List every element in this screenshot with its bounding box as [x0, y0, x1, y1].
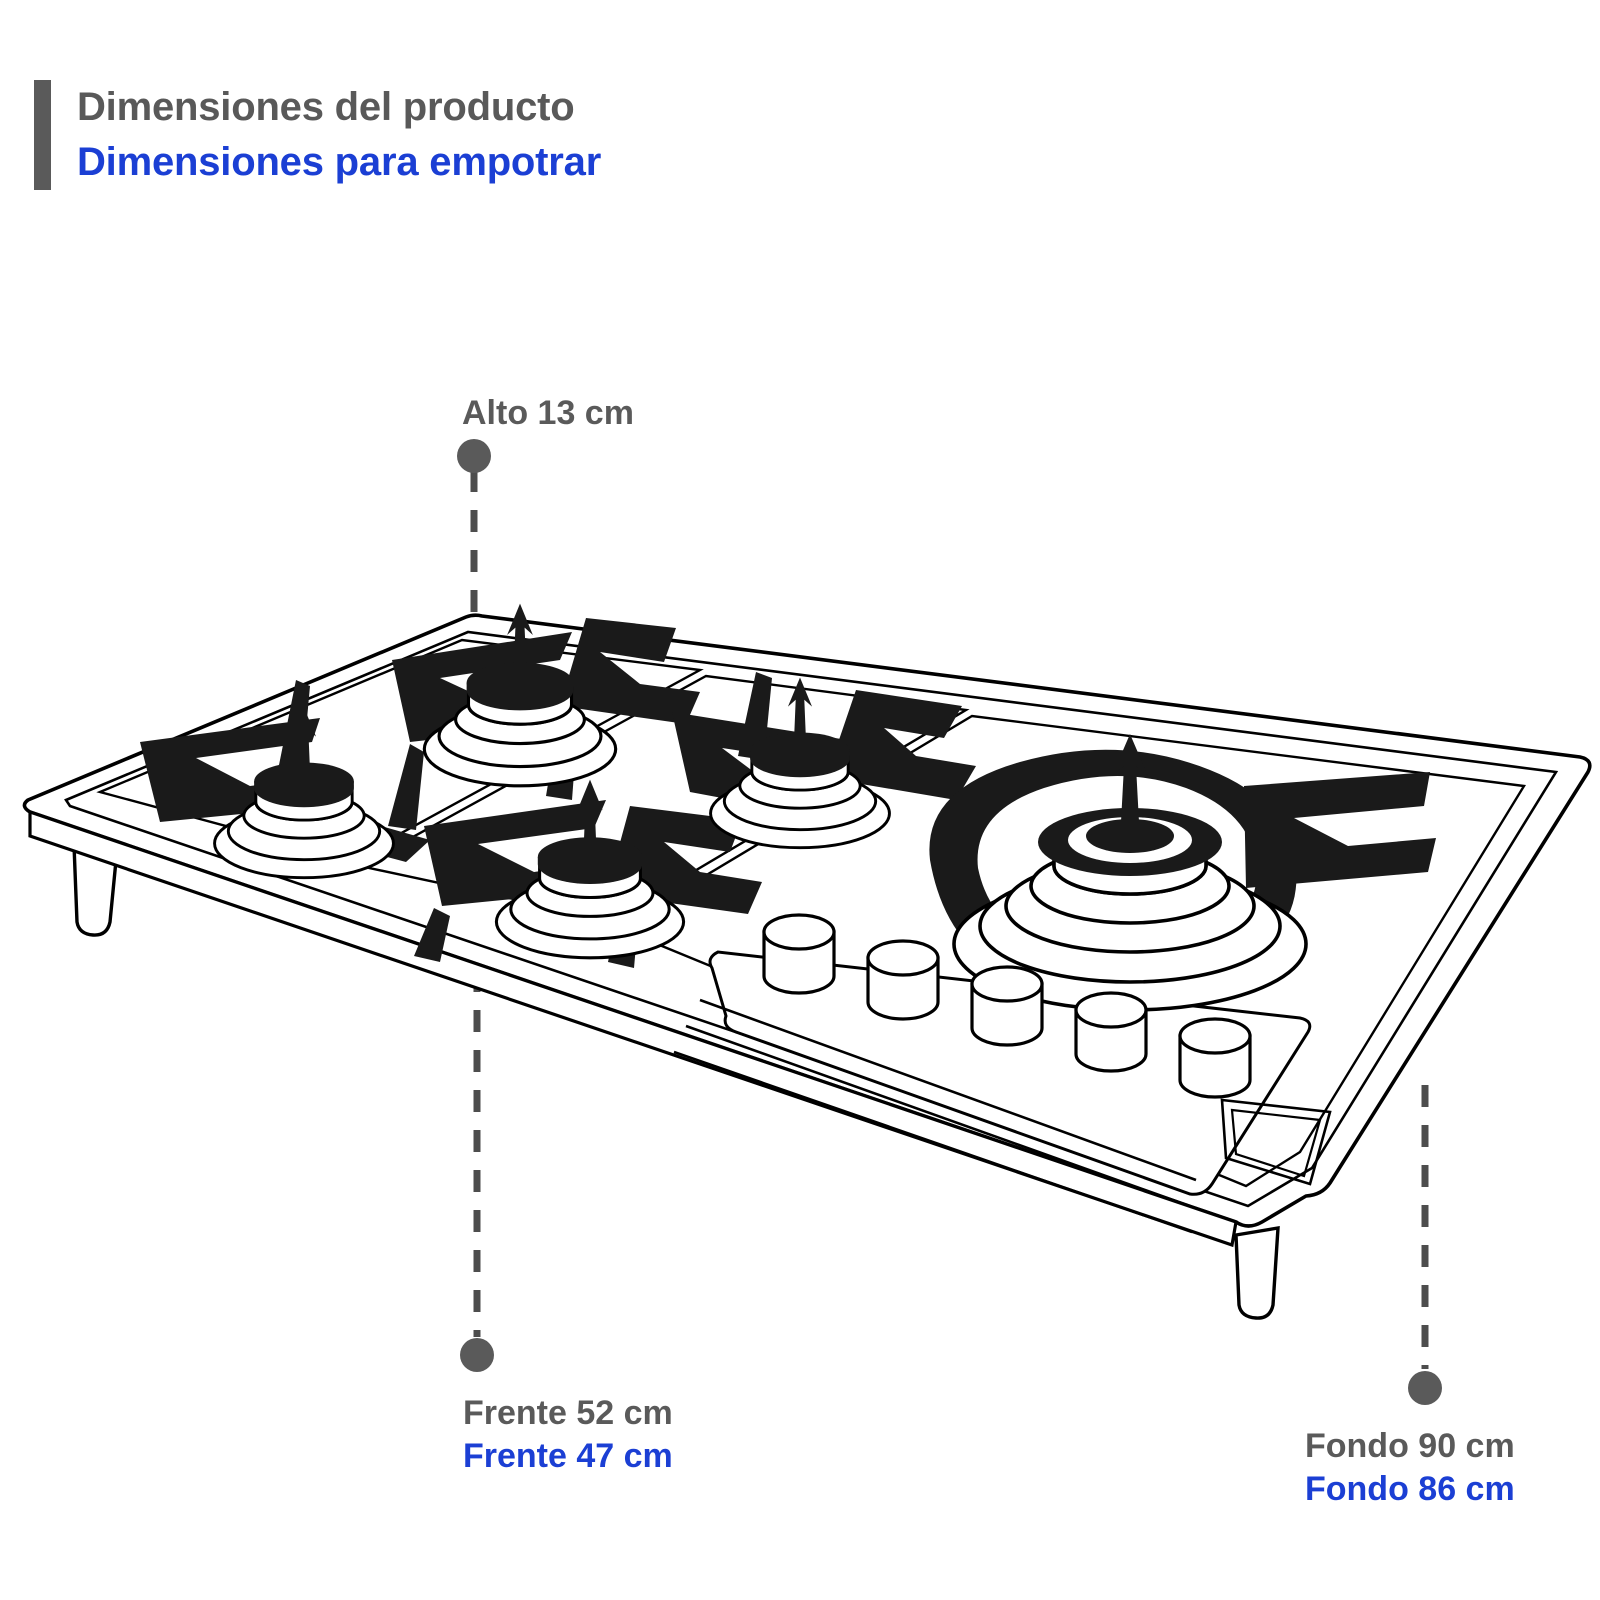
control-console-plate — [708, 950, 1312, 1196]
knob-2[interactable] — [866, 939, 940, 1021]
callout-depth: Fondo 90 cm Fondo 86 cm — [1305, 1425, 1515, 1511]
control-knobs[interactable] — [762, 913, 1252, 1099]
knob-3[interactable] — [970, 965, 1044, 1047]
callout-front: Frente 52 cm Frente 47 cm — [463, 1392, 673, 1478]
page-title-builtin-dimensions: Dimensiones para empotrar — [77, 140, 602, 185]
cooktop-deck-inset — [64, 630, 1559, 1208]
callout-front-builtin: Frente 47 cm — [463, 1436, 673, 1475]
grate-leg-right — [738, 672, 772, 760]
knob-5[interactable] — [1178, 1017, 1252, 1099]
cooktop-edge-thickness — [28, 809, 1238, 1248]
header-accent-bar — [34, 80, 51, 191]
grate-leg-front — [414, 908, 450, 962]
grate-arm-large-right — [1244, 772, 1436, 888]
header-block: Dimensiones del producto Dimensiones par… — [34, 80, 601, 191]
callout-height: Alto 13 cm — [462, 392, 634, 435]
callout-height-product: Alto 13 cm — [462, 394, 634, 432]
callout-depth-builtin: Fondo 86 cm — [1305, 1469, 1515, 1508]
knob-4[interactable] — [1074, 991, 1148, 1073]
knob-1[interactable] — [762, 913, 836, 995]
callout-front-product: Frente 52 cm — [463, 1394, 673, 1432]
grate-leg-center — [388, 744, 424, 830]
leader-line-height — [457, 439, 491, 700]
page-title-product-dimensions: Dimensiones del producto — [77, 85, 575, 129]
grate-arm-center-b — [560, 618, 700, 724]
callout-depth-product: Fondo 90 cm — [1305, 1427, 1515, 1465]
grate-arm-right-b — [826, 690, 976, 800]
leader-line-front — [460, 930, 494, 1372]
console-notch — [1220, 1098, 1332, 1186]
cooktop-leg-right — [1234, 1225, 1280, 1320]
leader-line-depth — [1408, 1085, 1442, 1405]
header-title-group: Dimensiones del producto Dimensiones par… — [77, 80, 601, 190]
